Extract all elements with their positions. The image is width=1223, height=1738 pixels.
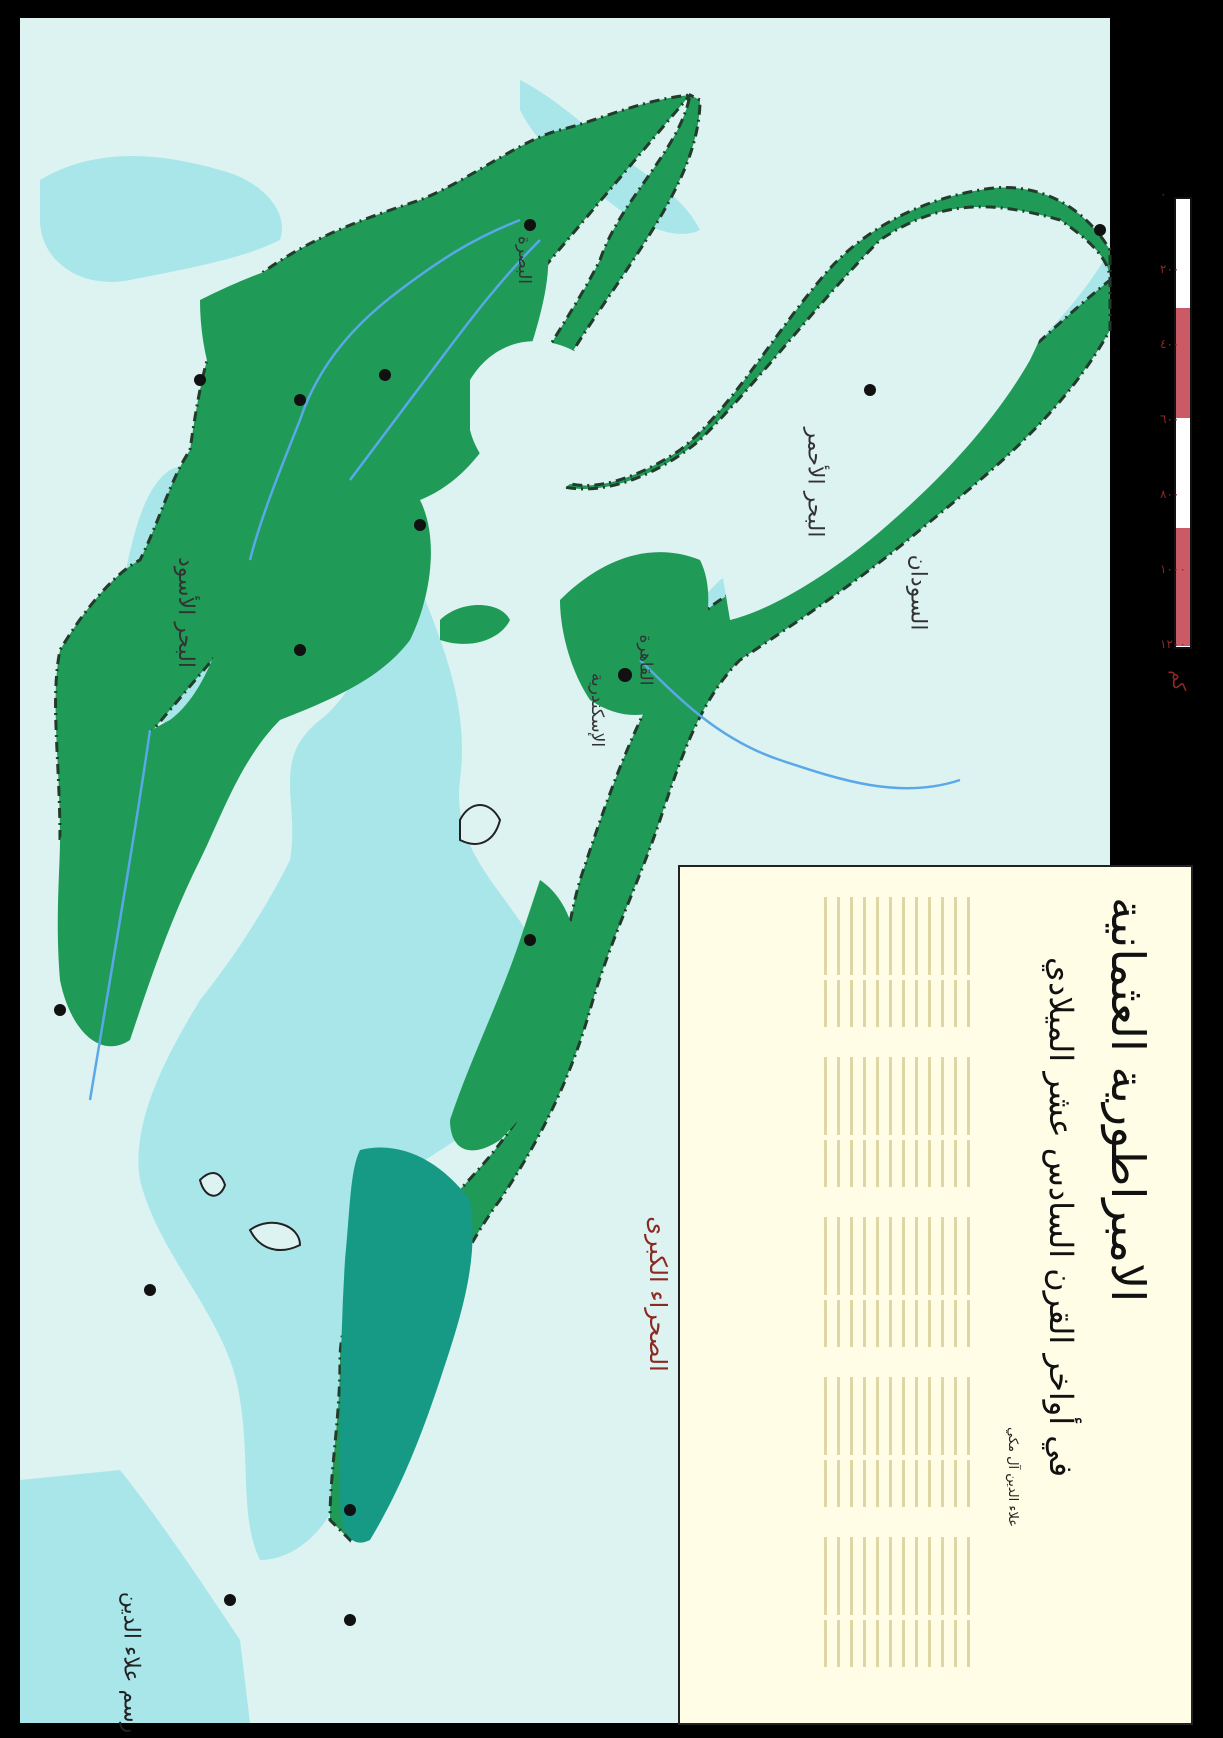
label-black-sea: البحر الأسود <box>173 556 199 669</box>
label-red-sea: البحر الأحمر <box>802 427 828 538</box>
label-cairo: القاهرة <box>635 634 656 686</box>
legend-text-column <box>814 1217 980 1347</box>
city-dot <box>524 219 536 231</box>
city-dot <box>294 644 306 656</box>
legend-text-column <box>814 1057 980 1187</box>
scale-tick-label: ٦٠٠ <box>1160 412 1179 426</box>
danube-river <box>88 729 152 1101</box>
city-dot <box>414 519 426 531</box>
map-title: الامبراطورية العثمانية <box>1101 897 1155 1303</box>
scale-tick-label: ٨٠٠ <box>1160 487 1179 501</box>
title-box-content: الامبراطورية العثمانية في أواخر القرن ال… <box>680 867 1195 1727</box>
map-subtitle: في أواخر القرن السادس عشر الميلادي <box>1042 957 1080 1478</box>
sardinia <box>198 1172 227 1197</box>
legend-text-column <box>814 1537 980 1667</box>
city-dot <box>524 934 536 946</box>
city-dot <box>344 1504 356 1516</box>
city-dot <box>618 668 632 682</box>
city-dot <box>194 374 206 386</box>
label-sahara: الصحراء الكبرى <box>643 1216 672 1372</box>
map-author: علاء الدين آل مكي <box>1005 1427 1020 1527</box>
egypt-region <box>560 552 709 715</box>
cyprus <box>440 605 510 644</box>
scale-tick-label: ٤٠٠ <box>1160 337 1179 351</box>
city-dot <box>144 1284 156 1296</box>
scale-tick-label: ١٢٠٠ <box>1160 637 1186 651</box>
mediterranean-sea <box>138 560 546 1560</box>
scale-tick-label: ١٠٠٠ <box>1160 562 1186 576</box>
caspian-sea-shape <box>40 156 282 282</box>
city-dot <box>224 1594 236 1606</box>
arabian-land <box>720 230 1059 620</box>
euphrates-river <box>248 218 521 561</box>
label-alexandria: الإسكندرية <box>587 672 608 748</box>
scale-tick-label: ٢٠٠ <box>1160 262 1179 276</box>
label-sudan: السودان <box>905 554 931 631</box>
legend-text-column <box>814 897 980 1027</box>
city-dot <box>294 394 306 406</box>
syrian-desert <box>470 341 608 492</box>
scale-tick-label: ٠ <box>1160 187 1166 201</box>
scale-unit-label: كم <box>1167 670 1189 691</box>
scale-segment <box>1176 528 1190 646</box>
scale-segment <box>1176 308 1190 418</box>
city-dot <box>379 369 391 381</box>
nile-river <box>639 659 961 790</box>
libya-coast-region <box>450 880 580 1151</box>
cities <box>54 219 1106 1626</box>
city-dot <box>1094 224 1106 236</box>
map-signature: رسم علاء الدين <box>118 1591 144 1734</box>
scale-bar <box>1174 197 1192 649</box>
city-dot <box>864 384 876 396</box>
label-basra: البصرة <box>514 235 535 285</box>
legend-text-column <box>814 1377 980 1507</box>
title-box: الامبراطورية العثمانية في أواخر القرن ال… <box>678 865 1193 1725</box>
algeria-region <box>340 1147 473 1543</box>
tigris-river <box>349 239 541 481</box>
city-dot <box>54 1004 66 1016</box>
atlantic-shape <box>20 1470 250 1723</box>
city-dot <box>344 1614 356 1626</box>
iraq-region <box>200 220 549 500</box>
sicily <box>248 1221 302 1251</box>
anatolia-balkans-region <box>57 482 431 1047</box>
crete <box>459 804 502 845</box>
